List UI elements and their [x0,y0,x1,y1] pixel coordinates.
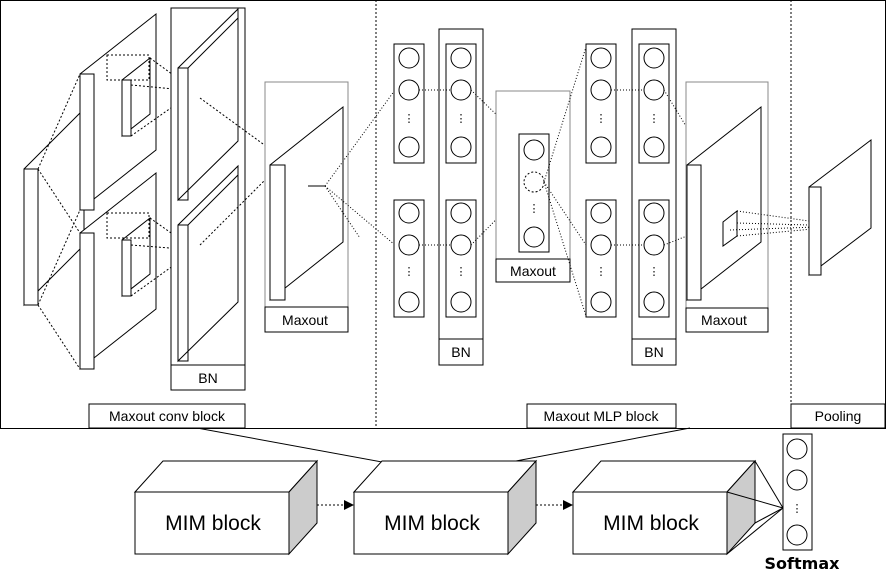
svg-text:⋮: ⋮ [649,113,660,125]
svg-text:⋮: ⋮ [404,266,415,278]
maxout-conv-block-label: Maxout conv block [109,408,226,424]
maxout-mlp-block: ⋮ ⋮ ⋮ ⋮ BN ⋮ Maxout [393,28,846,429]
maxout-label-2: Maxout [510,263,556,279]
maxout-mlp-block-label: Maxout MLP block [544,408,660,424]
bn-label-3: BN [644,344,663,360]
svg-text:⋮: ⋮ [596,266,607,278]
mim-block-3: MIM block [571,459,757,556]
svg-text:⋮: ⋮ [529,203,540,215]
softmax-label: Softmax [765,554,841,573]
pooling-label: Pooling [815,408,862,424]
maxout-label-3: Maxout [701,312,747,328]
mim-block-label-1: MIM block [165,512,261,535]
maxout-label-1: Maxout [282,312,328,328]
svg-text:⋮: ⋮ [456,113,467,125]
svg-text:⋮: ⋮ [792,503,803,515]
bn-label-2: BN [451,344,470,360]
svg-text:⋮: ⋮ [596,113,607,125]
svg-text:⋮: ⋮ [456,266,467,278]
mim-block-1: MIM block [133,459,319,556]
svg-text:⋮: ⋮ [404,113,415,125]
mim-block-2: MIM block [352,459,538,556]
mim-block-label-2: MIM block [384,512,480,535]
softmax-layer: ⋮ Softmax [726,433,841,573]
mim-block-label-3: MIM block [603,512,699,535]
svg-text:⋮: ⋮ [649,266,660,278]
pooling-block: Pooling [790,138,886,429]
maxout-conv-block: BN Maxout Maxout conv block [23,7,396,429]
bn-label-1: BN [198,370,217,386]
